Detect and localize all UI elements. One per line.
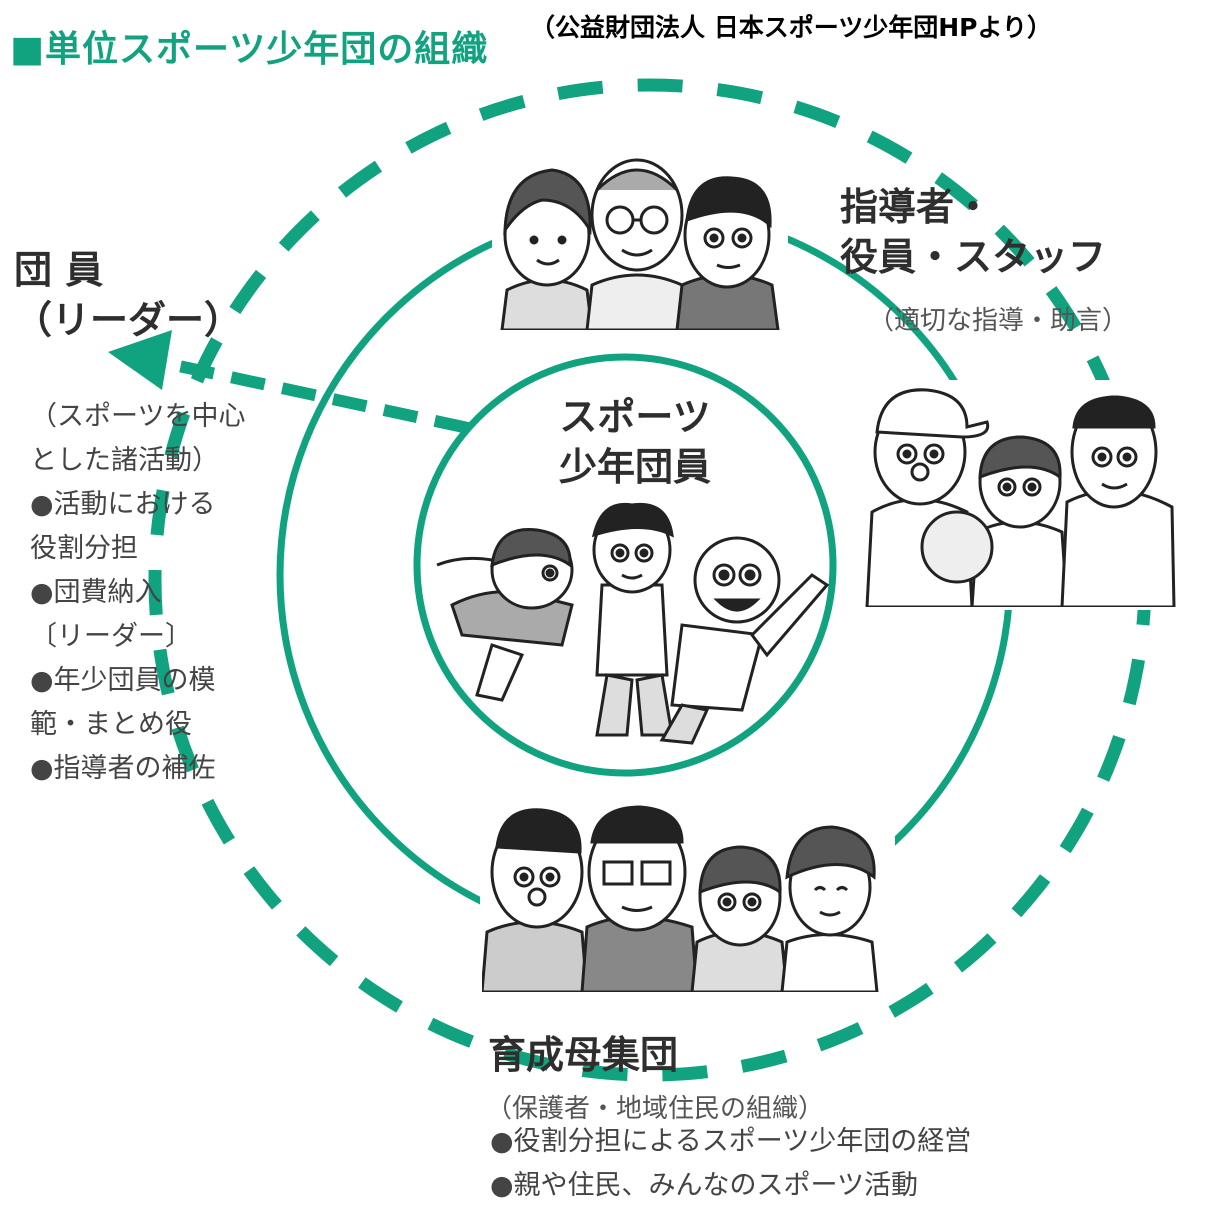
center-label-line2: 少年団員 (558, 445, 711, 489)
leaders-illustration (500, 158, 780, 330)
parents-item: ●役割分担によるスポーツ少年団の経営 (490, 1126, 972, 1157)
center-label-line1: スポーツ (559, 395, 711, 439)
parents-title: 育成母集団 (488, 1033, 679, 1077)
parents-list: ●役割分担によるスポーツ少年団の経営 ●親や住民、みんなのスポーツ活動 (490, 1120, 971, 1208)
page-title: ■単位スポーツ少年団の組織 (10, 29, 489, 70)
source-note: （公益財団法人 日本スポーツ少年団HPより） (530, 13, 1052, 42)
members-item: ●団費納入 (30, 577, 162, 608)
leaders-title-line1: 指導者・ (840, 185, 993, 229)
members-item: ●年少団員の模 (30, 665, 216, 696)
members-title: 団 員 （リーダー） (14, 245, 242, 345)
parents-item: ●親や住民、みんなのスポーツ活動 (490, 1170, 919, 1201)
arrow-to-members (108, 330, 470, 434)
members-item: ●指導者の補佐 (30, 753, 216, 784)
kids-illustration (436, 502, 830, 745)
coaches-illustration (865, 388, 1176, 607)
members-list: （スポーツを中心 とした諸活動） ●活動における 役割分担 ●団費納入 〔リーダ… (30, 395, 245, 791)
parents-illustration (482, 805, 879, 992)
members-item: ●活動における (30, 489, 216, 520)
center-label: スポーツ 少年団員 (545, 392, 725, 492)
leaders-title: 指導者・ 役員・スタッフ (840, 182, 1106, 282)
leaders-title-line2: 役員・スタッフ (840, 235, 1107, 279)
members-item: 〔リーダー〕 (30, 621, 192, 652)
leaders-note: （適切な指導・助言） (868, 306, 1129, 336)
members-title-line1: 団 員 (14, 248, 104, 292)
members-title-line2: （リーダー） (14, 298, 243, 342)
members-item: （スポーツを中心 (30, 401, 246, 432)
members-item: とした諸活動） (30, 445, 219, 476)
members-item: 役割分担 (30, 533, 138, 564)
members-item: 範・まとめ役 (30, 709, 192, 740)
parents-note: （保護者・地域住民の組織） (486, 1094, 825, 1124)
